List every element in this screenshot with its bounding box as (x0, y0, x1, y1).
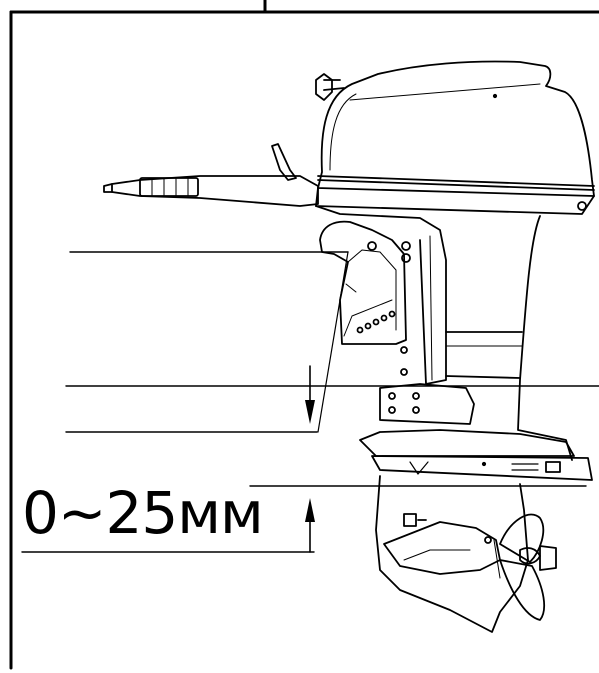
swivel-bracket (315, 205, 447, 385)
anti-cavitation-plate (359, 429, 593, 481)
tiller-handle (103, 143, 319, 207)
bracket-guide-line (317, 251, 349, 433)
gearcase (375, 475, 529, 633)
down-arrow-head (305, 400, 315, 424)
dimension-arrows (305, 365, 315, 553)
propeller (493, 513, 557, 621)
engine-cowling (315, 60, 595, 215)
up-arrow-head (305, 498, 315, 522)
dimension-label: 0~25мм (22, 479, 264, 547)
midsection (379, 215, 573, 461)
clamp-bracket (319, 220, 411, 376)
reference-lines (21, 251, 599, 553)
page-frame (9, 0, 599, 670)
